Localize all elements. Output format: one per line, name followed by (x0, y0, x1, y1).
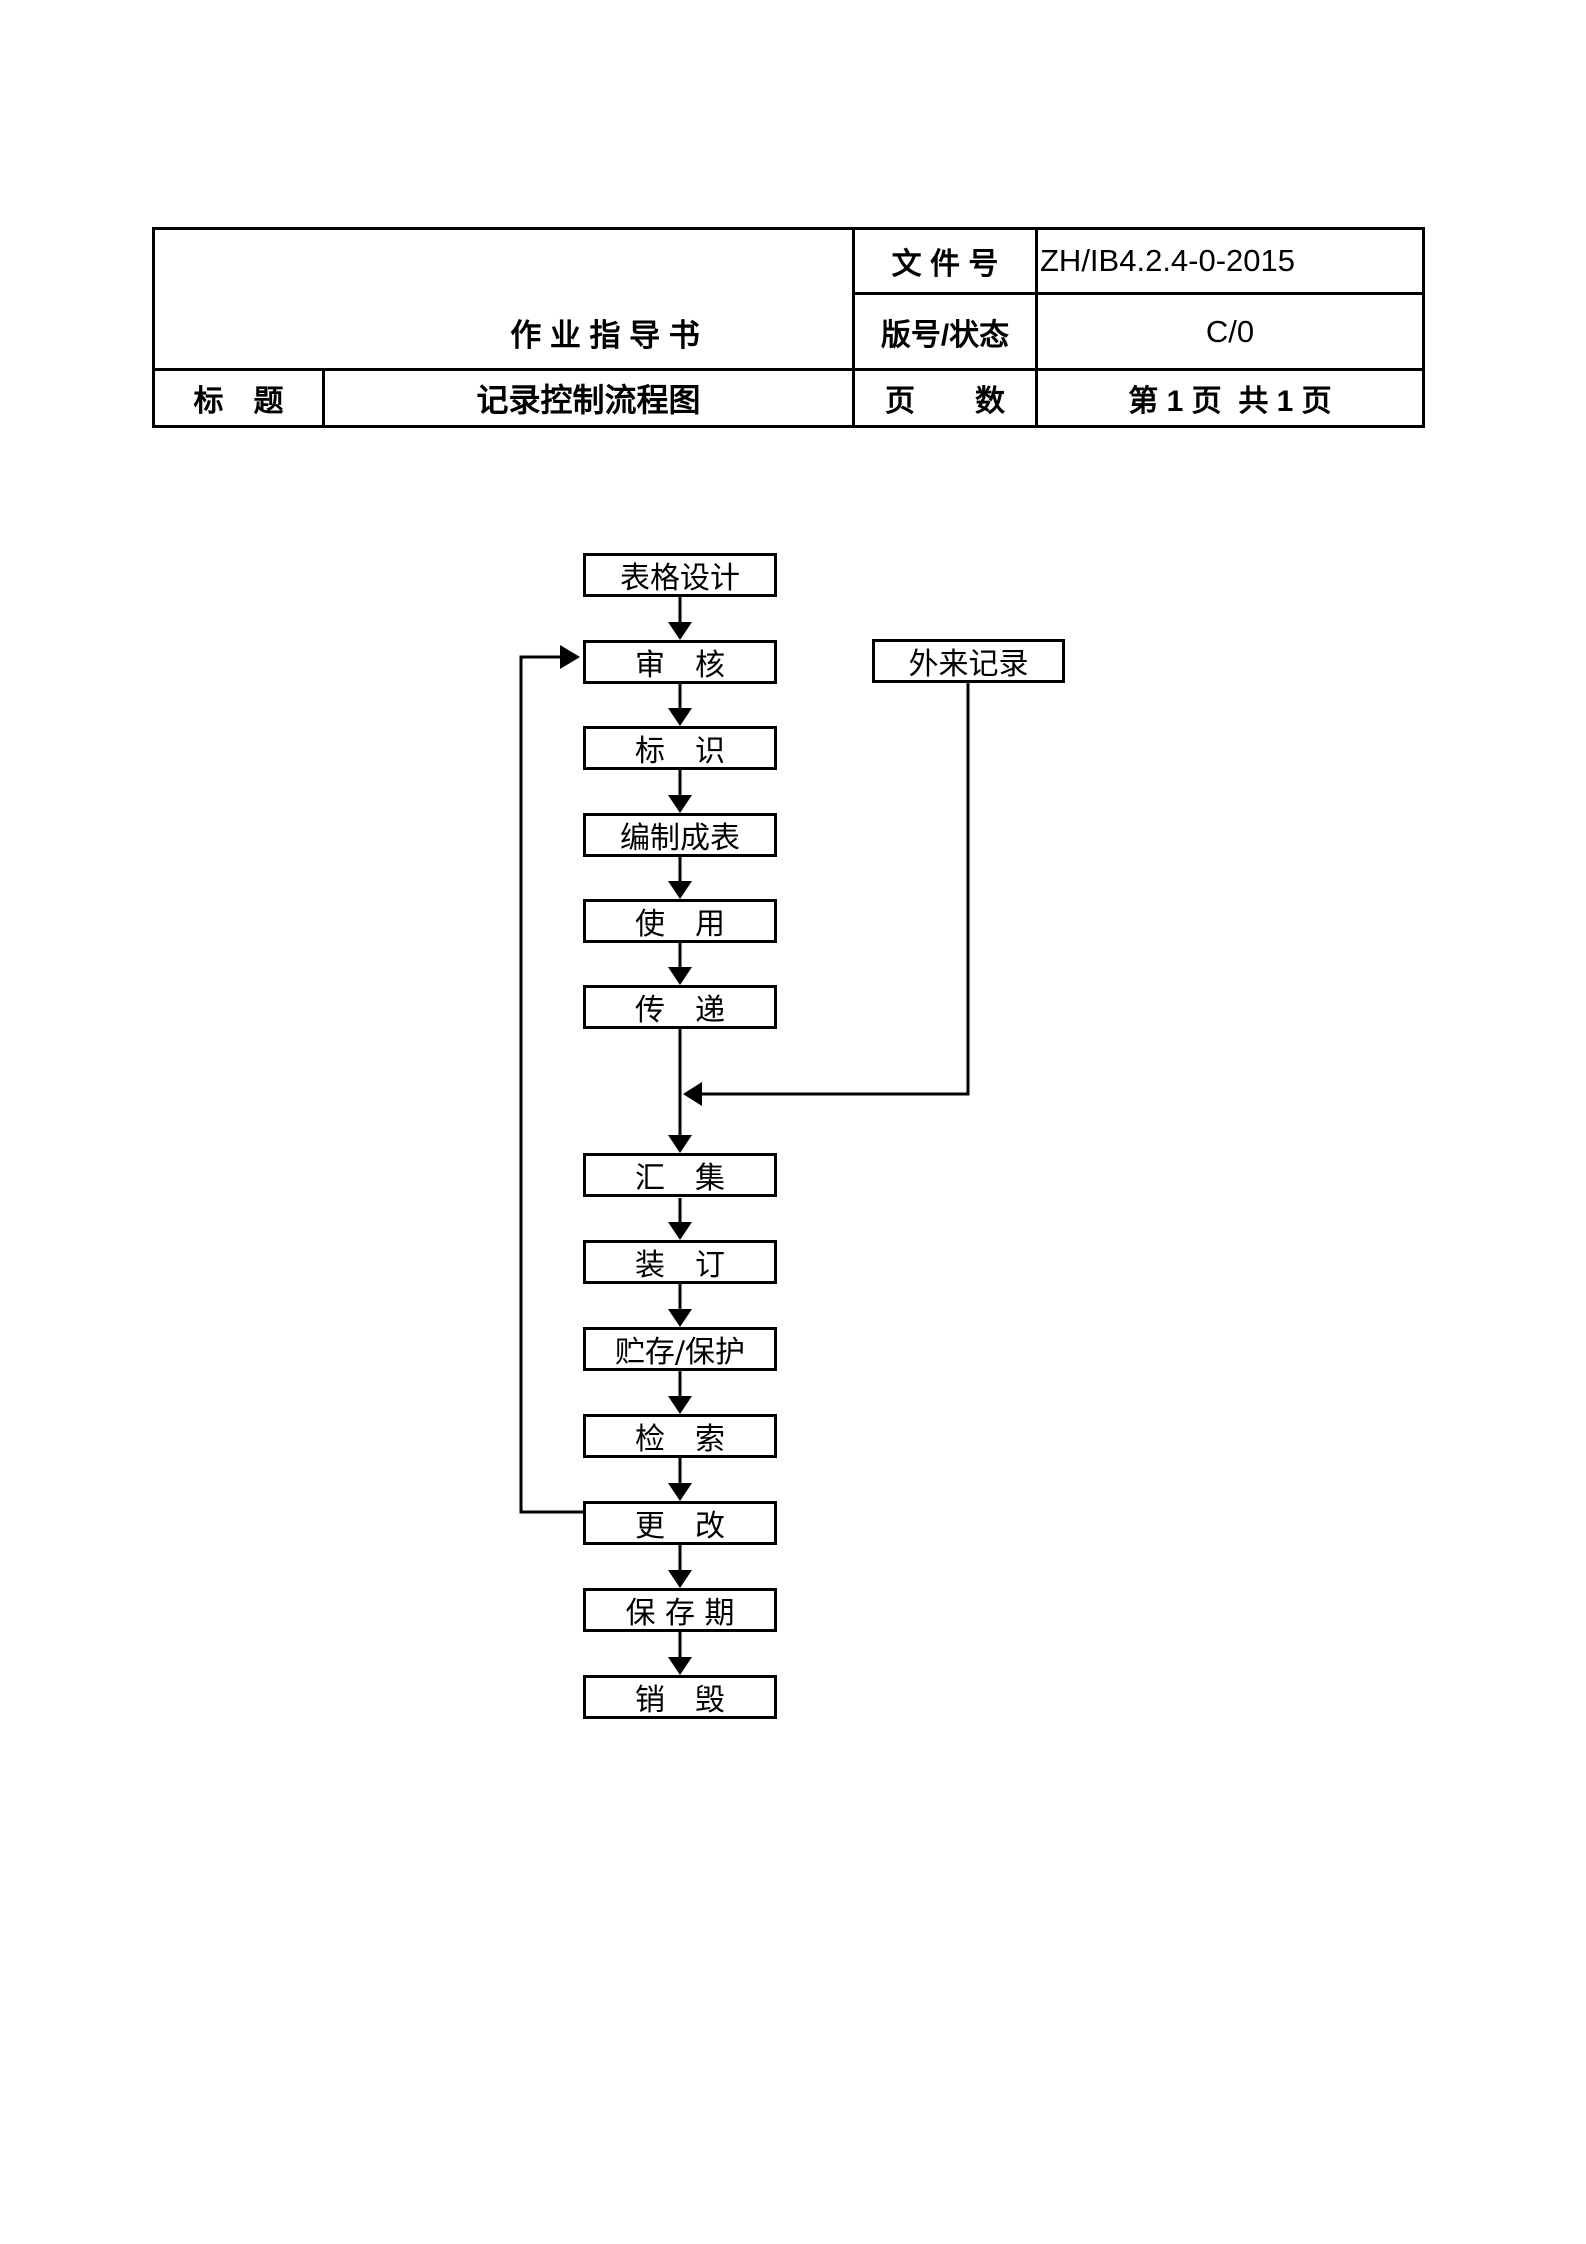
table-border-top (152, 227, 1425, 230)
flow-node-review: 审 核 (583, 640, 777, 684)
flow-node-form-design: 表格设计 (583, 553, 777, 597)
title-label: 标 题 (193, 385, 284, 418)
table-hline-row1 (852, 292, 1425, 295)
flow-node-external-records: 外来记录 (872, 639, 1065, 683)
table-vline-main (852, 227, 855, 428)
pages-label: 页 数 (885, 385, 1005, 418)
flow-node-use: 使 用 (583, 899, 777, 943)
table-border-bottom (152, 425, 1425, 428)
table-vline-value (1035, 227, 1038, 428)
flow-node-retrieval: 检 索 (583, 1414, 777, 1458)
flow-node-compile-form: 编制成表 (583, 813, 777, 857)
flow-node-retention-period: 保 存 期 (583, 1588, 777, 1632)
table-vline-title (322, 368, 325, 428)
flow-node-storage-protection: 贮存/保护 (583, 1327, 777, 1371)
doc-no-label: 文 件 号 (891, 248, 999, 281)
flow-node-transfer: 传 递 (583, 985, 777, 1029)
pages-value: 第 1 页 共 1 页 (1128, 385, 1332, 418)
version-label: 版号/状态 (880, 318, 1010, 352)
doc-no-value: ZH/IB4.2.4-0-2015 (1040, 243, 1296, 278)
flow-node-change: 更 改 (583, 1501, 777, 1545)
version-value: C/0 (1205, 313, 1255, 349)
table-border-right (1422, 227, 1425, 428)
table-border-left (152, 227, 155, 428)
table-hline-row2 (152, 368, 1425, 371)
title-value: 记录控制流程图 (476, 382, 701, 418)
flow-node-collect: 汇 集 (583, 1153, 777, 1197)
flow-node-binding: 装 订 (583, 1240, 777, 1284)
doc-type-title: 作 业 指 导 书 (510, 317, 700, 353)
flow-node-identification: 标 识 (583, 726, 777, 770)
loopback-connector (519, 655, 583, 1514)
flow-node-destruction: 销 毁 (583, 1675, 777, 1719)
